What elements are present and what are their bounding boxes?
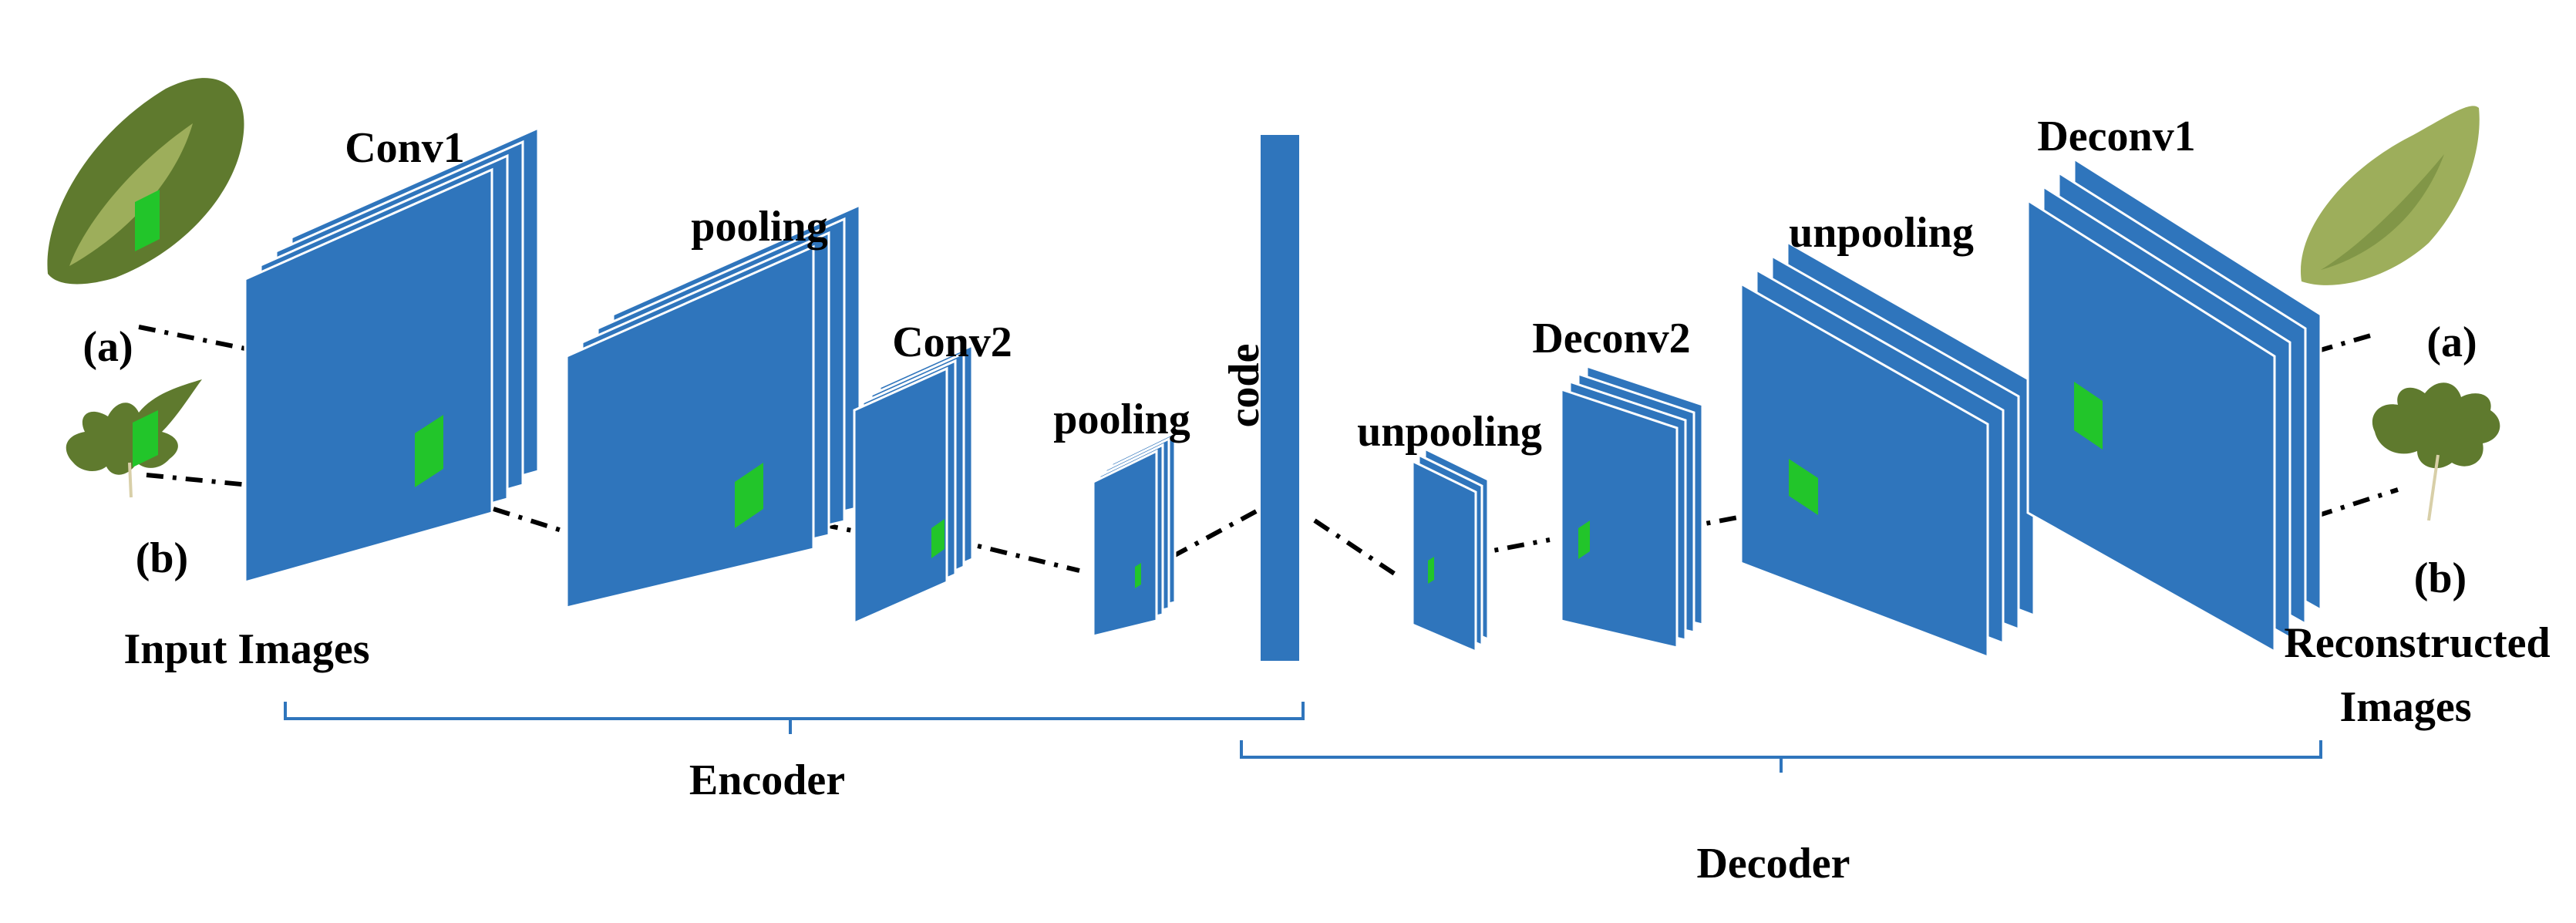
conv2-stack — [853, 343, 974, 625]
input-leaf-b — [66, 379, 203, 498]
reconstructed-label-line2: Images — [2339, 683, 2471, 731]
feature-map-layer — [1739, 281, 1989, 659]
feature-map-layer — [244, 167, 493, 584]
feature-map-layer — [1560, 387, 1679, 649]
patch-deconv2 — [1578, 520, 1590, 559]
feature-map-layer — [1411, 459, 1477, 654]
patch-pool2 — [1135, 563, 1141, 588]
decoder-label: Decoder — [1696, 840, 1850, 888]
code-label: code — [1221, 344, 1268, 428]
patch-conv2 — [931, 519, 945, 558]
conv1-label: Conv1 — [345, 124, 465, 172]
feature-map-layer — [2026, 198, 2276, 654]
output-a-label: (a) — [2426, 318, 2477, 366]
pool2-label: pooling — [1053, 396, 1190, 443]
unpool1-label: unpooling — [1789, 209, 1974, 257]
code-vector — [1261, 135, 1299, 661]
input-b-label: (b) — [136, 534, 188, 582]
conv1-stack — [244, 126, 540, 584]
leaf-stem — [2427, 454, 2440, 521]
output-leaf-b — [2372, 382, 2500, 521]
unpool2-label: unpooling — [1357, 408, 1542, 456]
patch-unpool2 — [1428, 557, 1434, 584]
output-leaf-a — [2300, 106, 2480, 285]
encoder-label: Encoder — [689, 756, 845, 804]
feature-map-layer — [565, 244, 815, 609]
reconstructed-leaf-icon — [2300, 106, 2480, 285]
deconv2-label: Deconv2 — [1532, 315, 1690, 362]
deconv1-stack — [2026, 157, 2322, 654]
deconv1-label: Deconv1 — [2037, 113, 2195, 160]
decoder-bracket — [1240, 740, 2322, 773]
connector-pool2-code — [1170, 507, 1262, 559]
reconstructed-lobed-leaf-icon — [2372, 382, 2500, 469]
connector-output-a — [2278, 331, 2379, 365]
pool1-stack — [565, 203, 861, 609]
patch-conv1 — [415, 415, 443, 487]
leaf-stem — [128, 462, 133, 498]
conv2-label: Conv2 — [892, 318, 1012, 366]
feature-map-layer — [853, 366, 948, 625]
encoder-bracket — [284, 702, 1305, 734]
connector-code-unpool2 — [1313, 518, 1397, 577]
input-leaf-a — [47, 78, 244, 285]
input-images-label: Input Images — [124, 625, 370, 673]
patch-unpool1 — [1789, 459, 1818, 515]
pool1-label: pooling — [691, 203, 827, 251]
unpool2-stack — [1411, 446, 1490, 654]
patch-deconv1 — [2074, 382, 2103, 450]
connector-conv1-pool1 — [493, 507, 567, 534]
deconv2-stack — [1560, 364, 1704, 649]
connector-input-a — [138, 325, 246, 351]
input-patch-b — [133, 410, 158, 467]
output-b-label: (b) — [2414, 554, 2467, 602]
pool2-stack — [1092, 430, 1177, 638]
unpool1-stack — [1739, 240, 2036, 659]
feature-patches — [415, 382, 2103, 588]
reconstructed-label-line1: Reconstructed — [2284, 619, 2550, 667]
input-a-label: (a) — [82, 323, 133, 371]
leaf-highlight — [69, 123, 193, 266]
patch-pool1 — [735, 463, 763, 528]
feature-map-layer — [1092, 449, 1158, 638]
input-patch-a — [135, 190, 160, 251]
